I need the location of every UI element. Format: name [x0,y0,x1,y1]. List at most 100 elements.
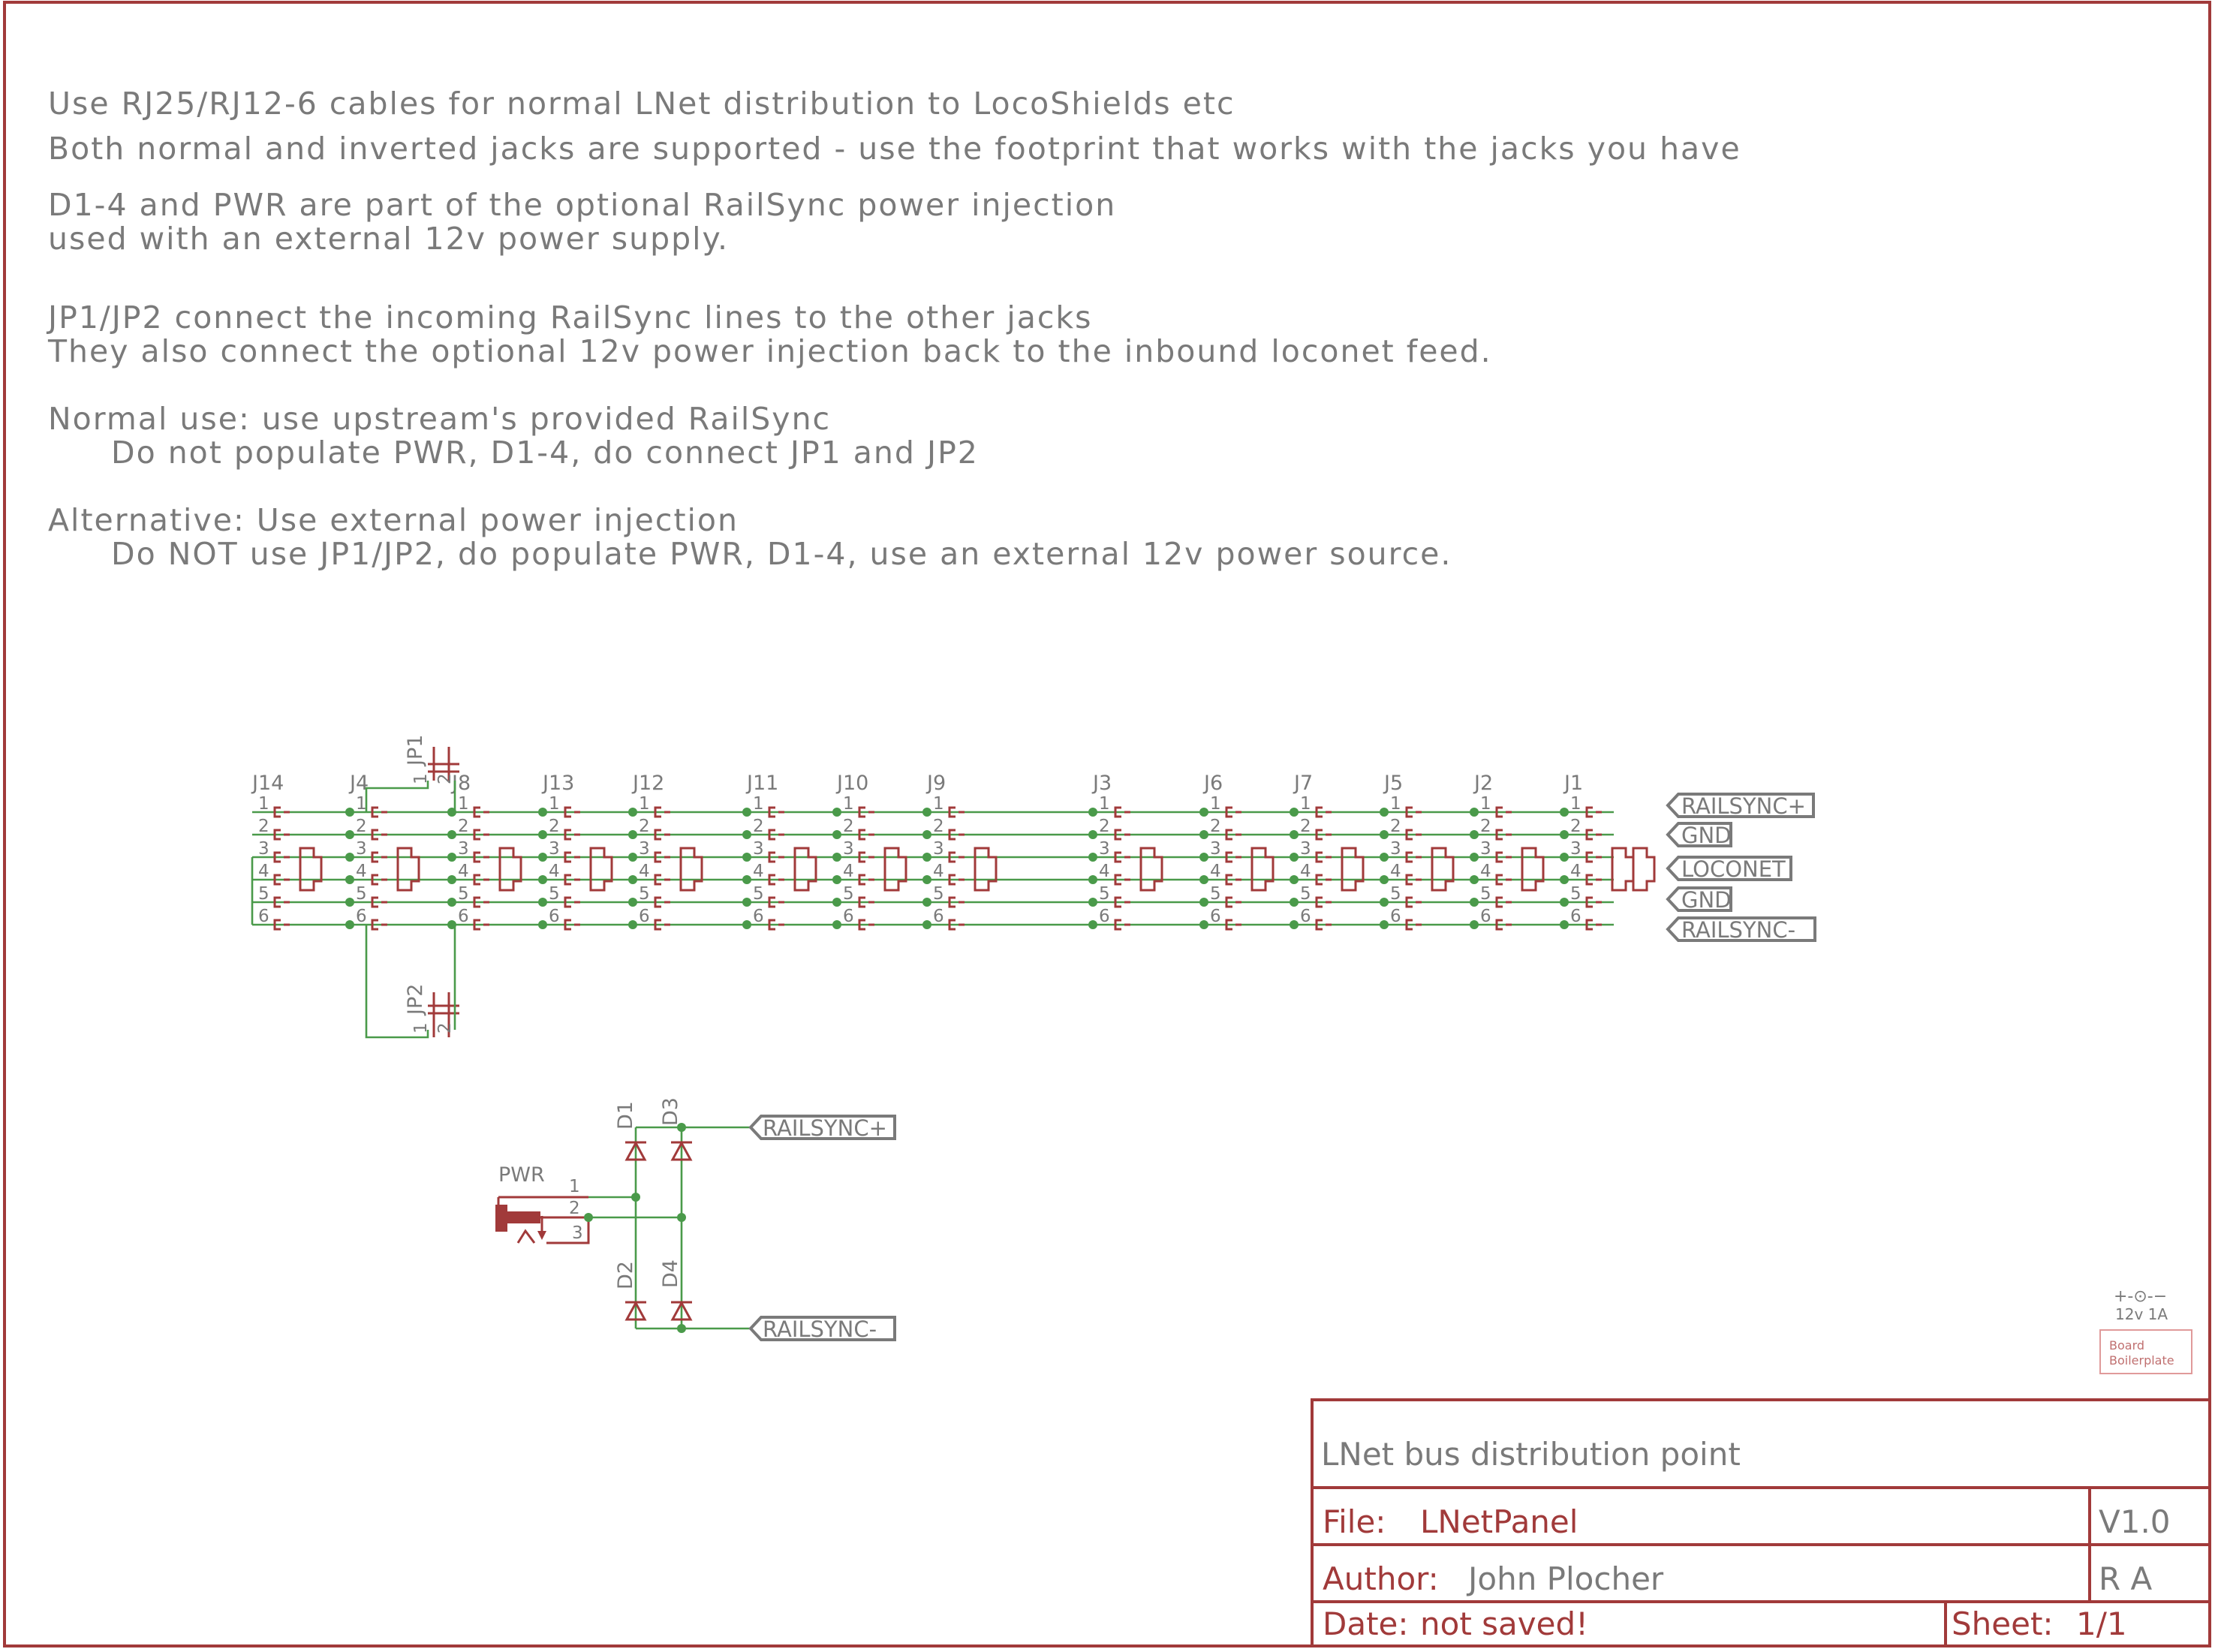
jack-pin-contact [1114,896,1121,908]
jack-ref: J10 [835,772,868,795]
jack-pin-contact [473,806,480,818]
jack-pin-label: 5 [1480,884,1491,904]
jack-pin-label: 2 [843,817,854,836]
bus-junction [922,920,931,929]
jack-pin-contact [564,896,571,908]
note-power-1: D1-4 and PWR are part of the optional Ra… [48,187,1116,223]
jack-pin-contact [564,919,571,931]
jack-pin-label: 3 [753,839,764,859]
jack-pin-contact [1114,874,1121,886]
jack-pin-contact [1585,829,1593,841]
bus-junction [1470,875,1479,884]
jack-pin-contact [1495,896,1503,908]
note-cables: Use RJ25/RJ12-6 cables for normal LNet d… [48,86,1235,122]
note-jacks: Both normal and inverted jacks are suppo… [48,131,1741,167]
jack-pin-contact [473,874,480,886]
bus-junction [1380,920,1389,929]
jack-pin-label: 5 [1570,884,1581,904]
jack-pin-contact [1315,896,1323,908]
jack-pin-contact [473,829,480,841]
jack-socket-body [679,847,703,892]
jack-pin-contact [654,874,661,886]
jack-pin-label: 3 [356,839,367,859]
bus-junction [832,808,841,817]
jack-pin-label: 4 [1210,862,1221,881]
bus-junction [1290,920,1299,929]
bus-junction [345,830,354,839]
bus-junction [538,853,547,862]
jack-pin-contact [1225,919,1232,931]
pwr-jack: PWR 1 2 3 [495,1163,590,1244]
bus-junction [1290,898,1299,907]
jack-pin-label: 5 [1210,884,1221,904]
jack-pin-label: 2 [356,817,367,836]
logo-rating: 12v 1A [2115,1305,2168,1323]
jack-pin-contact [273,874,281,886]
bus-junction [832,898,841,907]
jack-pin-contact [1315,851,1323,863]
bus-junction [1088,808,1097,817]
bus-junction [1560,898,1569,907]
bus-junction [538,920,547,929]
jack-pin-contact [1315,806,1323,818]
net-label-railsync-plus: RAILSYNC+ [1681,793,1806,819]
jack-pin-label: 2 [1480,817,1491,836]
jack-pin-label: 2 [639,817,650,836]
jack-pin-label: 4 [1390,862,1401,881]
jack-pin-label: 5 [258,884,269,904]
bus-junction [1290,830,1299,839]
jack-pin-contact [273,829,281,841]
pwr-net-railsync-minus: RAILSYNC- [763,1316,877,1342]
diode-d2: D2 [614,1261,647,1321]
jack-pin-label: 3 [549,839,560,859]
pwr-net-railsync-plus: RAILSYNC+ [763,1115,887,1141]
bus-junction [628,875,637,884]
jack-pin-contact [1114,829,1121,841]
jack-socket-body [793,847,817,892]
jack-pin-contact [1225,829,1232,841]
jack-pin-label: 4 [258,862,269,881]
jack-pin-label: 4 [1480,862,1491,881]
bus-junction [538,808,547,817]
jack-pin-contact [564,874,571,886]
jack-pin-contact [768,806,775,818]
jack-pin-contact [1225,806,1232,818]
jack-pin-contact [768,896,775,908]
jack-pin-label: 1 [933,794,944,814]
jack-pin-contact [1495,829,1503,841]
jack-pin-contact [768,829,775,841]
bus-junction [538,875,547,884]
jack-pin-label: 1 [753,794,764,814]
jack-pin-label: 5 [1300,884,1311,904]
bus-junction [742,853,751,862]
bus-junction [628,853,637,862]
jack-pin-contact [1405,829,1413,841]
jack-pin-label: 2 [753,817,764,836]
sheet-frame [3,1,2211,1647]
jack-pin-label: 6 [1300,907,1311,926]
jack-pin-contact [768,874,775,886]
jack-pin-contact [948,829,956,841]
jack-pin-label: 6 [753,907,764,926]
bus-junction [1290,808,1299,817]
note-normal-detail: Do not populate PWR, D1-4, do connect JP… [111,435,979,471]
bus-junction [1470,853,1479,862]
jack-socket-body [498,847,522,892]
jack-pin-contact [273,806,281,818]
jack-pin-label: 3 [1570,839,1581,859]
jack-ref: J9 [925,772,946,795]
bus-net-labels: RAILSYNC+ GND LOCONET GND RAILSYNC- [1632,793,1816,943]
jack-pin-contact [1114,919,1121,931]
jack-pin-label: 5 [753,884,764,904]
bus-junction [628,920,637,929]
jack-pin-contact [654,851,661,863]
jack-pin-label: 6 [1390,907,1401,926]
jack-pin-label: 2 [1099,817,1110,836]
bus-junction [1560,830,1569,839]
bus-junction [832,920,841,929]
